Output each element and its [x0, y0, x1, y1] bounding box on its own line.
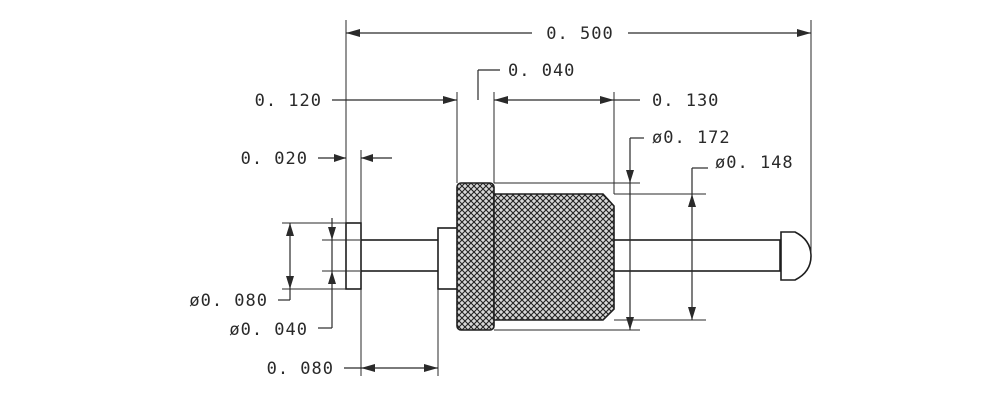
dim-dia-172: ø0. 172 [494, 128, 731, 331]
dim-collar-thickness: 0. 020 [241, 149, 392, 223]
knurled-flange [456, 182, 495, 331]
end-cap [780, 231, 812, 281]
dim-flange-width-label: 0. 040 [508, 61, 575, 81]
dim-flange-width: 0. 040 [456, 61, 575, 183]
dim-gap-080: 0. 080 [267, 289, 439, 379]
left-collar [345, 222, 362, 290]
dim-dia-040: ø0. 040 [229, 218, 360, 340]
dim-dia-148-label: ø0. 148 [715, 153, 794, 173]
dim-collar-thickness-label: 0. 020 [241, 149, 308, 169]
dim-dia-148: ø0. 148 [614, 153, 794, 321]
dim-dia-080: ø0. 080 [189, 222, 346, 311]
dim-dia-040-label: ø0. 040 [229, 320, 308, 340]
shoulder [437, 227, 459, 290]
dim-left-right-lengths: 0. 120 0. 130 [255, 91, 719, 194]
dim-left-length-label: 0. 120 [255, 91, 322, 111]
dim-gap-080-label: 0. 080 [267, 359, 334, 379]
dim-dia-172-label: ø0. 172 [652, 128, 731, 148]
dim-dia-080-label: ø0. 080 [189, 291, 268, 311]
part-outline [345, 182, 812, 331]
knurled-body [493, 193, 615, 321]
dim-right-length-label: 0. 130 [652, 91, 719, 111]
dim-overall-length-label: 0. 500 [546, 24, 613, 44]
